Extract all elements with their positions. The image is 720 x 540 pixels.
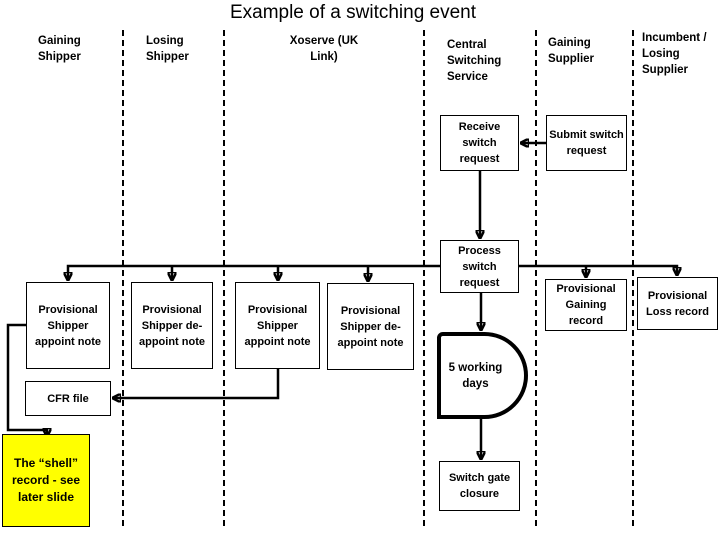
connector-process-to-loss-record — [519, 264, 677, 275]
lane-divider-1 — [122, 30, 124, 527]
node-shell-record: The “shell” record - see later slide — [2, 434, 90, 527]
node-process-switch-request: Process switch request — [440, 240, 519, 293]
lane-header-incumbent-losing-supplier: Incumbent / Losing Supplier — [642, 32, 707, 76]
node-provisional-gaining-record: Provisional Gaining record — [545, 279, 627, 331]
node-cfr-file: CFR file — [25, 381, 111, 416]
lane-header-losing-shipper: Losing Shipper — [146, 35, 189, 63]
node-receive-switch-request: Receive switch request — [440, 115, 519, 171]
lane-header-central-switching-service: Central Switching Service — [447, 39, 502, 83]
node-submit-switch-request: Submit switch request — [546, 115, 627, 171]
node-provisional-shipper-deappoint-note-1: Provisional Shipper de-appoint note — [131, 282, 213, 369]
node-delay-5-working-days: 5 working days — [437, 332, 528, 419]
node-provisional-shipper-appoint-note-2: Provisional Shipper appoint note — [235, 282, 320, 369]
connector-appoint-2-to-cfr — [113, 369, 280, 398]
node-provisional-shipper-deappoint-note-2: Provisional Shipper de-appoint note — [327, 283, 414, 370]
node-provisional-loss-record: Provisional Loss record — [637, 277, 718, 330]
lane-divider-4 — [535, 30, 537, 527]
lane-header-gaining-supplier: Gaining Supplier — [548, 37, 595, 65]
node-provisional-shipper-appoint-note-1: Provisional Shipper appoint note — [26, 282, 110, 369]
slide-title: Example of a switching event — [229, 2, 477, 23]
lane-divider-5 — [632, 30, 634, 527]
lane-header-xoserve: Xoserve (UK Link) — [289, 35, 359, 63]
lane-divider-2 — [223, 30, 225, 527]
lane-header-gaining-shipper: Gaining Shipper — [38, 35, 81, 63]
lane-divider-3 — [423, 30, 425, 527]
connector-process-to-appoint-1 — [68, 264, 440, 280]
node-switch-gate-closure: Switch gate closure — [439, 461, 520, 511]
